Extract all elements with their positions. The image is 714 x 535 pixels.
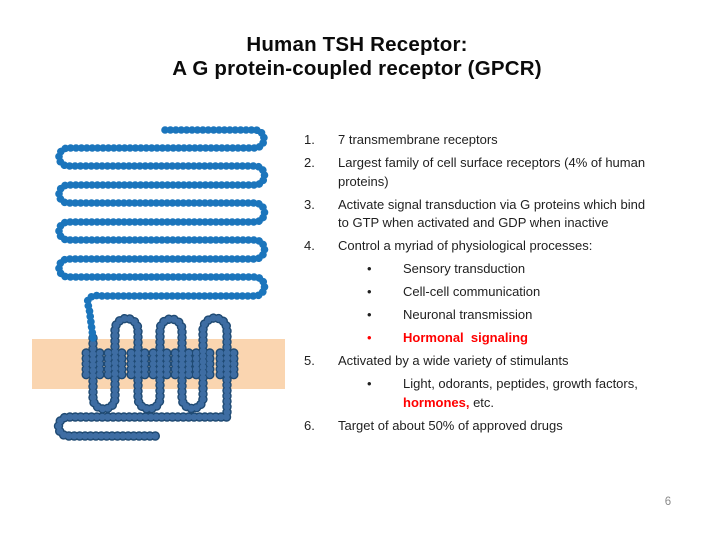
item-text: Activated by a wide variety of stimulant… [338, 352, 708, 371]
text-line: Sensory transduction [403, 260, 708, 279]
sub-bullet-item: • Hormonal signaling [298, 329, 708, 348]
text-line: Neuronal transmission [403, 306, 708, 325]
item-text: Target of about 50% of approved drugs [338, 417, 708, 436]
highlighted-text: hormones, [403, 394, 470, 410]
text-run: Activated by a wide variety of stimulant… [338, 353, 569, 368]
list-item: 3. Activate signal transduction via G pro… [298, 196, 708, 233]
sub-text: Hormonal signaling [403, 329, 708, 348]
sub-indent [298, 260, 367, 279]
item-number: 5. [304, 353, 315, 368]
ecd-bead-chain [55, 126, 269, 342]
gpcr-feature-list: 1. 7 transmembrane receptors 2. Largest fam… [298, 131, 708, 440]
sub-bullet-item: • Neuronal transmission [298, 306, 708, 325]
sub-text: Neuronal transmission [403, 306, 708, 325]
page-number: 6 [664, 496, 672, 508]
text-run: to GTP when activated and GDP when inact… [338, 215, 609, 230]
list-item: 4. Control a myriad of physiological proc… [298, 237, 708, 256]
item-text: Largest family of cell surface receptors… [338, 154, 708, 191]
sub-bullet-item: • Light, odorants, peptides, growth facto… [298, 375, 708, 412]
item-text: Activate signal transduction via G prote… [338, 196, 708, 233]
list-item: 2. Largest family of cell surface recepto… [298, 154, 708, 191]
text-line: Hormonal signaling [403, 329, 708, 348]
sub-indent [298, 283, 367, 302]
text-line: Activated by a wide variety of stimulant… [338, 352, 708, 371]
list-item: 1. 7 transmembrane receptors [298, 131, 708, 150]
text-run: Activate signal transduction via G prote… [338, 196, 646, 212]
text-line: hormones, etc. [403, 394, 708, 413]
item-number: 2. [304, 155, 315, 170]
bullet-icon: • [367, 261, 372, 276]
text-run: Light, odorants, peptides, growth factor… [403, 376, 638, 391]
sub-indent [298, 375, 367, 412]
item-text: Control a myriad of physiological proces… [338, 237, 708, 256]
list-item: 5. Activated by a wide variety of stimula… [298, 352, 708, 371]
text-run: 7 transmembrane receptors [338, 132, 498, 147]
slide-title-line2: A G protein-coupled receptor (GPCR) [172, 57, 542, 80]
text-run: Largest family of cell surface receptors… [338, 155, 646, 170]
text-line: Light, odorants, peptides, growth factor… [403, 375, 708, 394]
text-line: 7 transmembrane receptors [338, 131, 708, 150]
item-number: 4. [304, 238, 315, 253]
text-line: Cell-cell communication [403, 283, 708, 302]
list-item: 6. Target of about 50% of approved drugs [298, 417, 708, 436]
bullet-icon: • [367, 330, 372, 345]
slide-title-line1: Human TSH Receptor: [246, 33, 468, 56]
sub-indent [298, 329, 367, 348]
sub-bullet-item: • Cell-cell communication [298, 283, 708, 302]
text-run: etc. [469, 394, 495, 410]
text-line: Control a myriad of physiological proces… [338, 237, 708, 256]
text-run: Neuronal transmission [403, 307, 533, 322]
text-line: Activate signal transduction via G prote… [338, 196, 708, 215]
bullet-icon: • [367, 284, 372, 299]
text-run: Target of about 50% of approved drugs [338, 417, 563, 433]
text-line: proteins) [338, 173, 708, 192]
sub-indent [298, 306, 367, 325]
text-run: Control a myriad of physiological proces… [338, 238, 593, 253]
text-run: Sensory transduction [403, 261, 526, 276]
item-number: 6. [304, 417, 315, 433]
text-run: Cell-cell communication [403, 284, 541, 299]
item-text: 7 transmembrane receptors [338, 131, 708, 150]
sub-bullet-item: • Sensory transduction [298, 260, 708, 279]
sub-text: Cell-cell communication [403, 283, 708, 302]
text-line: to GTP when activated and GDP when inact… [338, 214, 708, 233]
text-line: Target of about 50% of approved drugs [338, 417, 708, 436]
text-line: Largest family of cell surface receptors… [338, 154, 708, 173]
item-number: 3. [304, 196, 315, 212]
slide-title: Human TSH Receptor: A G protein-coupled … [0, 33, 714, 81]
highlighted-text: Hormonal signaling [403, 330, 528, 345]
tm-bead-chain [55, 314, 231, 440]
text-run: proteins) [338, 173, 389, 189]
sub-text: Sensory transduction [403, 260, 708, 279]
tm-helix-columns [82, 349, 238, 379]
bullet-icon: • [367, 376, 372, 391]
bullet-icon: • [367, 307, 372, 322]
sub-text: Light, odorants, peptides, growth factor… [403, 375, 708, 412]
item-number: 1. [304, 132, 315, 147]
